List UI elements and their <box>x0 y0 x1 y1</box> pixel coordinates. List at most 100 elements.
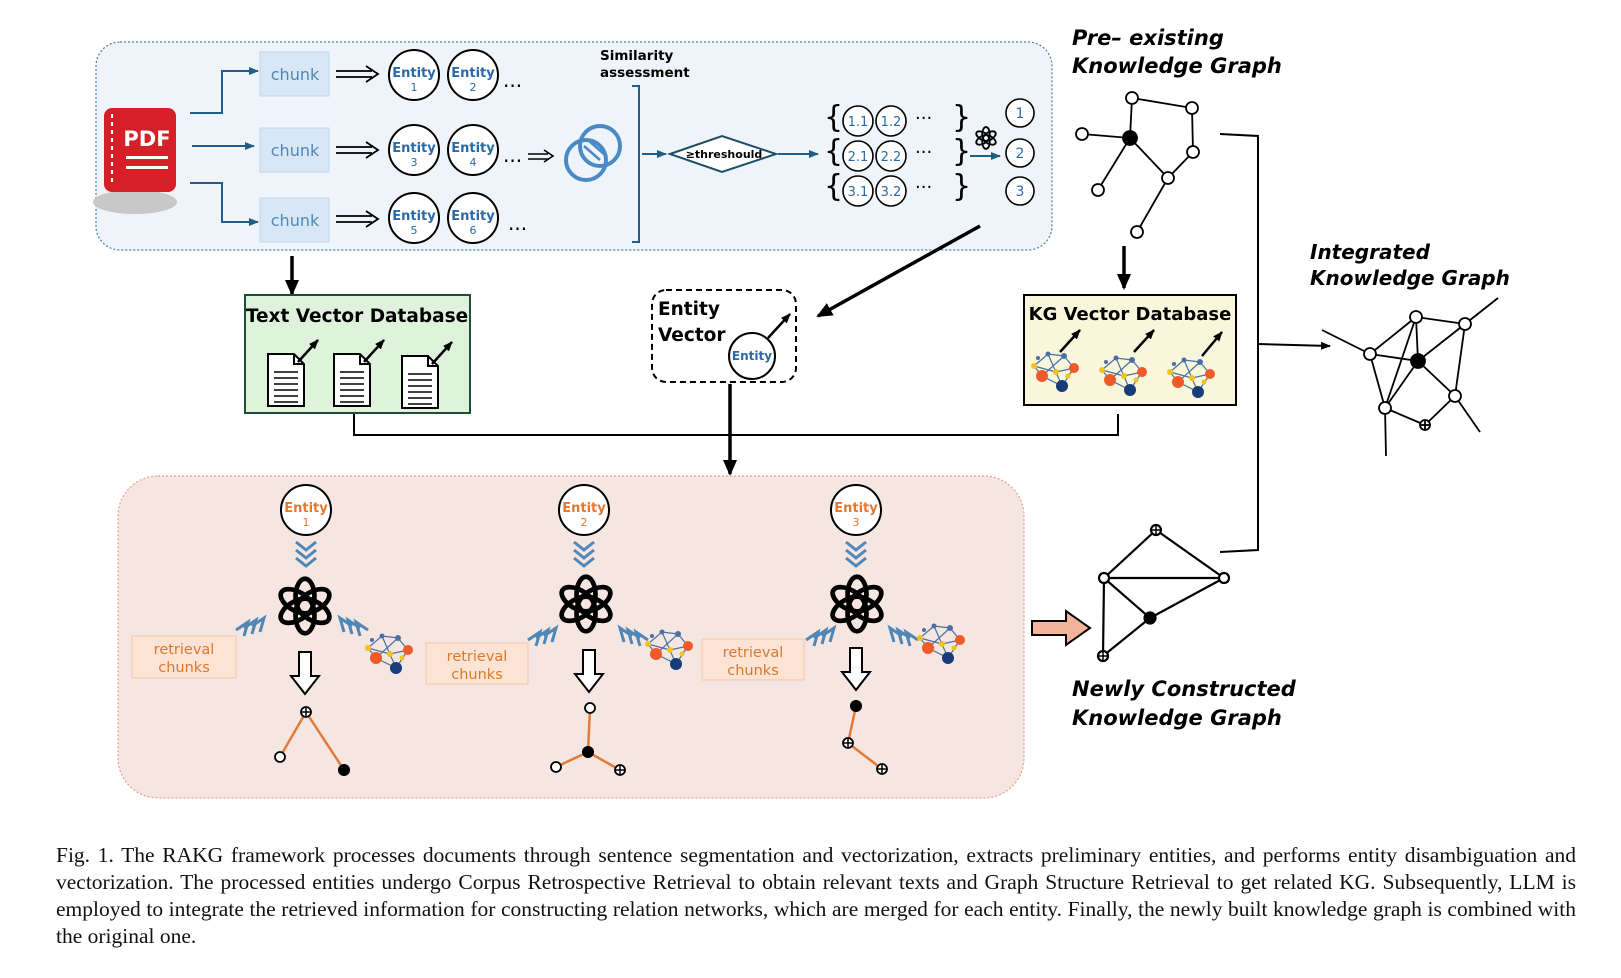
figure-caption: Fig. 1. The RAKG framework processes doc… <box>56 843 1576 948</box>
bottom-entity-number: 1 <box>303 516 310 529</box>
chunk-label: chunk <box>271 65 320 84</box>
entity-circle-1: Entity 1 <box>388 49 440 101</box>
svg-text:{: { <box>824 169 843 204</box>
integrated-kg-graph <box>1321 297 1499 457</box>
entity-circle-3: Entity 3 <box>388 124 440 176</box>
entity-circle-6: Entity 6 <box>447 192 499 244</box>
similarity-label-line2: assessment <box>600 65 690 81</box>
clusters-to-entity-vector-arrow <box>816 224 981 318</box>
bottom-entity-label: Entity <box>562 501 606 516</box>
cluster-item: 1.1 <box>848 115 869 130</box>
cluster-item: 3.1 <box>848 185 869 200</box>
to-new-kg-arrow <box>1031 609 1092 647</box>
cluster-row-3: { 3.1 3.2 ··· } <box>824 169 971 207</box>
down-chevrons <box>295 540 317 568</box>
result-number: 2 <box>1016 146 1025 162</box>
pdf-to-chunk-connectors <box>190 67 259 226</box>
entity-circle-2: Entity 2 <box>447 49 499 101</box>
retrieval-chunks-line2: chunks <box>451 667 503 683</box>
chunk-label: chunk <box>271 141 320 160</box>
ellipsis-to-similarity-arrow <box>528 149 555 163</box>
text-vector-db-title: Text Vector Database <box>246 306 468 327</box>
hollow-down-arrow <box>572 649 606 694</box>
rakg-framework-diagram: PDF chunk chunk chunk Entity 1 Ent <box>93 26 1510 799</box>
entity-label: Entity <box>451 209 495 224</box>
entity-clusters: { 1.1 1.2 ··· } { 2.1 2.2 ··· } { 3.1 3.… <box>824 100 971 207</box>
entity-label: Entity <box>392 66 436 81</box>
hollow-down-arrow <box>839 647 873 692</box>
bottom-entity-number: 3 <box>853 516 860 529</box>
overlap-circles-icon <box>564 124 622 182</box>
right-chevrons <box>337 614 369 637</box>
integrated-title-line1: Integrated <box>1310 240 1431 264</box>
merge-to-integrated-arrow <box>1257 341 1331 350</box>
top-entity-circles: Entity 1 Entity 2 Entity 3 Entity 4 Enti… <box>388 49 527 244</box>
entity-vector-box: Entity Vector Entity <box>651 289 797 383</box>
svg-text:{: { <box>824 134 843 169</box>
cluster-dots: ··· <box>915 142 932 163</box>
entity-number: 4 <box>470 156 477 169</box>
entity-number: 5 <box>411 224 418 237</box>
bottom-generation-panel <box>117 475 1025 799</box>
generation-column-2: Entity 2 retrieval chunks <box>425 484 694 776</box>
integrated-kg-title: Integrated Knowledge Graph <box>1310 240 1510 290</box>
chunk-box-3: chunk <box>259 197 330 243</box>
bottom-entity-label: Entity <box>834 501 878 516</box>
down-chevrons <box>573 540 595 568</box>
similarity-bracket <box>632 85 640 243</box>
ellipsis: ... <box>503 68 522 92</box>
threshold-diamond: ≥threshould <box>666 134 780 174</box>
generation-column-3: Entity 3 retrieval chunks <box>701 484 966 775</box>
retrieval-chunks-line1: retrieval <box>154 642 215 658</box>
pre-existing-kg-graph <box>1075 91 1200 239</box>
document-icon <box>401 341 453 409</box>
similarity-label-line1: Similarity <box>600 48 674 64</box>
chunk-box-1: chunk <box>259 51 330 97</box>
text-vector-database: Text Vector Database <box>244 294 471 414</box>
cluster-item: 2.1 <box>848 150 869 165</box>
merged-entity-results: 1 2 3 <box>1005 98 1035 206</box>
document-icon <box>333 339 385 407</box>
chunk-to-entity-arrows <box>336 65 380 228</box>
entity-vector-title-line2: Vector <box>658 325 726 346</box>
entity-number: 3 <box>411 156 418 169</box>
svg-text:{: { <box>824 100 843 135</box>
mini-graph-icon <box>1030 329 1081 393</box>
entity-circle-4: Entity 4 <box>447 124 499 176</box>
entity-number: 2 <box>470 81 477 94</box>
hollow-down-arrow <box>288 651 322 696</box>
right-chevrons <box>887 624 919 647</box>
left-chevrons <box>235 614 267 637</box>
bottom-entity-number: 2 <box>581 516 588 529</box>
pdf-label: PDF <box>123 127 170 151</box>
chunk-label: chunk <box>271 211 320 230</box>
generation-column-1: Entity 1 retrieval chunks <box>131 484 414 776</box>
kg-vector-database: KG Vector Database <box>1023 294 1237 406</box>
pre-existing-kg-title: Pre– existing Knowledge Graph <box>1072 26 1282 78</box>
database-join-line <box>353 414 1119 436</box>
entity-label: Entity <box>392 209 436 224</box>
entity-circle-5: Entity 5 <box>388 192 440 244</box>
retrieval-chunks-line1: retrieval <box>723 645 784 661</box>
cluster-row-1: { 1.1 1.2 ··· } <box>824 100 971 137</box>
document-icon <box>267 339 319 407</box>
retrieval-chunks-line2: chunks <box>727 663 779 679</box>
cluster-dots: ··· <box>915 177 932 198</box>
svg-text:}: } <box>952 169 971 204</box>
left-chevrons <box>527 624 559 647</box>
ellipsis: ... <box>503 143 522 167</box>
entity-vector-title-line1: Entity <box>658 299 720 320</box>
new-kg-title-line1: Newly Constructed <box>1072 677 1297 701</box>
result-number: 1 <box>1016 106 1025 122</box>
cluster-item: 1.2 <box>881 115 902 130</box>
entity-label: Entity <box>392 141 436 156</box>
cluster-dots: ··· <box>915 108 932 129</box>
pre-existing-title-line1: Pre– existing <box>1072 26 1224 50</box>
merge-bracket <box>1219 133 1259 553</box>
entity-subgraph-2 <box>550 702 626 776</box>
entity-label: Entity <box>451 66 495 81</box>
integrated-title-line2: Knowledge Graph <box>1310 266 1510 290</box>
pre-existing-title-line2: Knowledge Graph <box>1072 54 1282 78</box>
kg-vector-db-title: KG Vector Database <box>1029 304 1232 325</box>
mini-graph-icon <box>1098 329 1155 397</box>
